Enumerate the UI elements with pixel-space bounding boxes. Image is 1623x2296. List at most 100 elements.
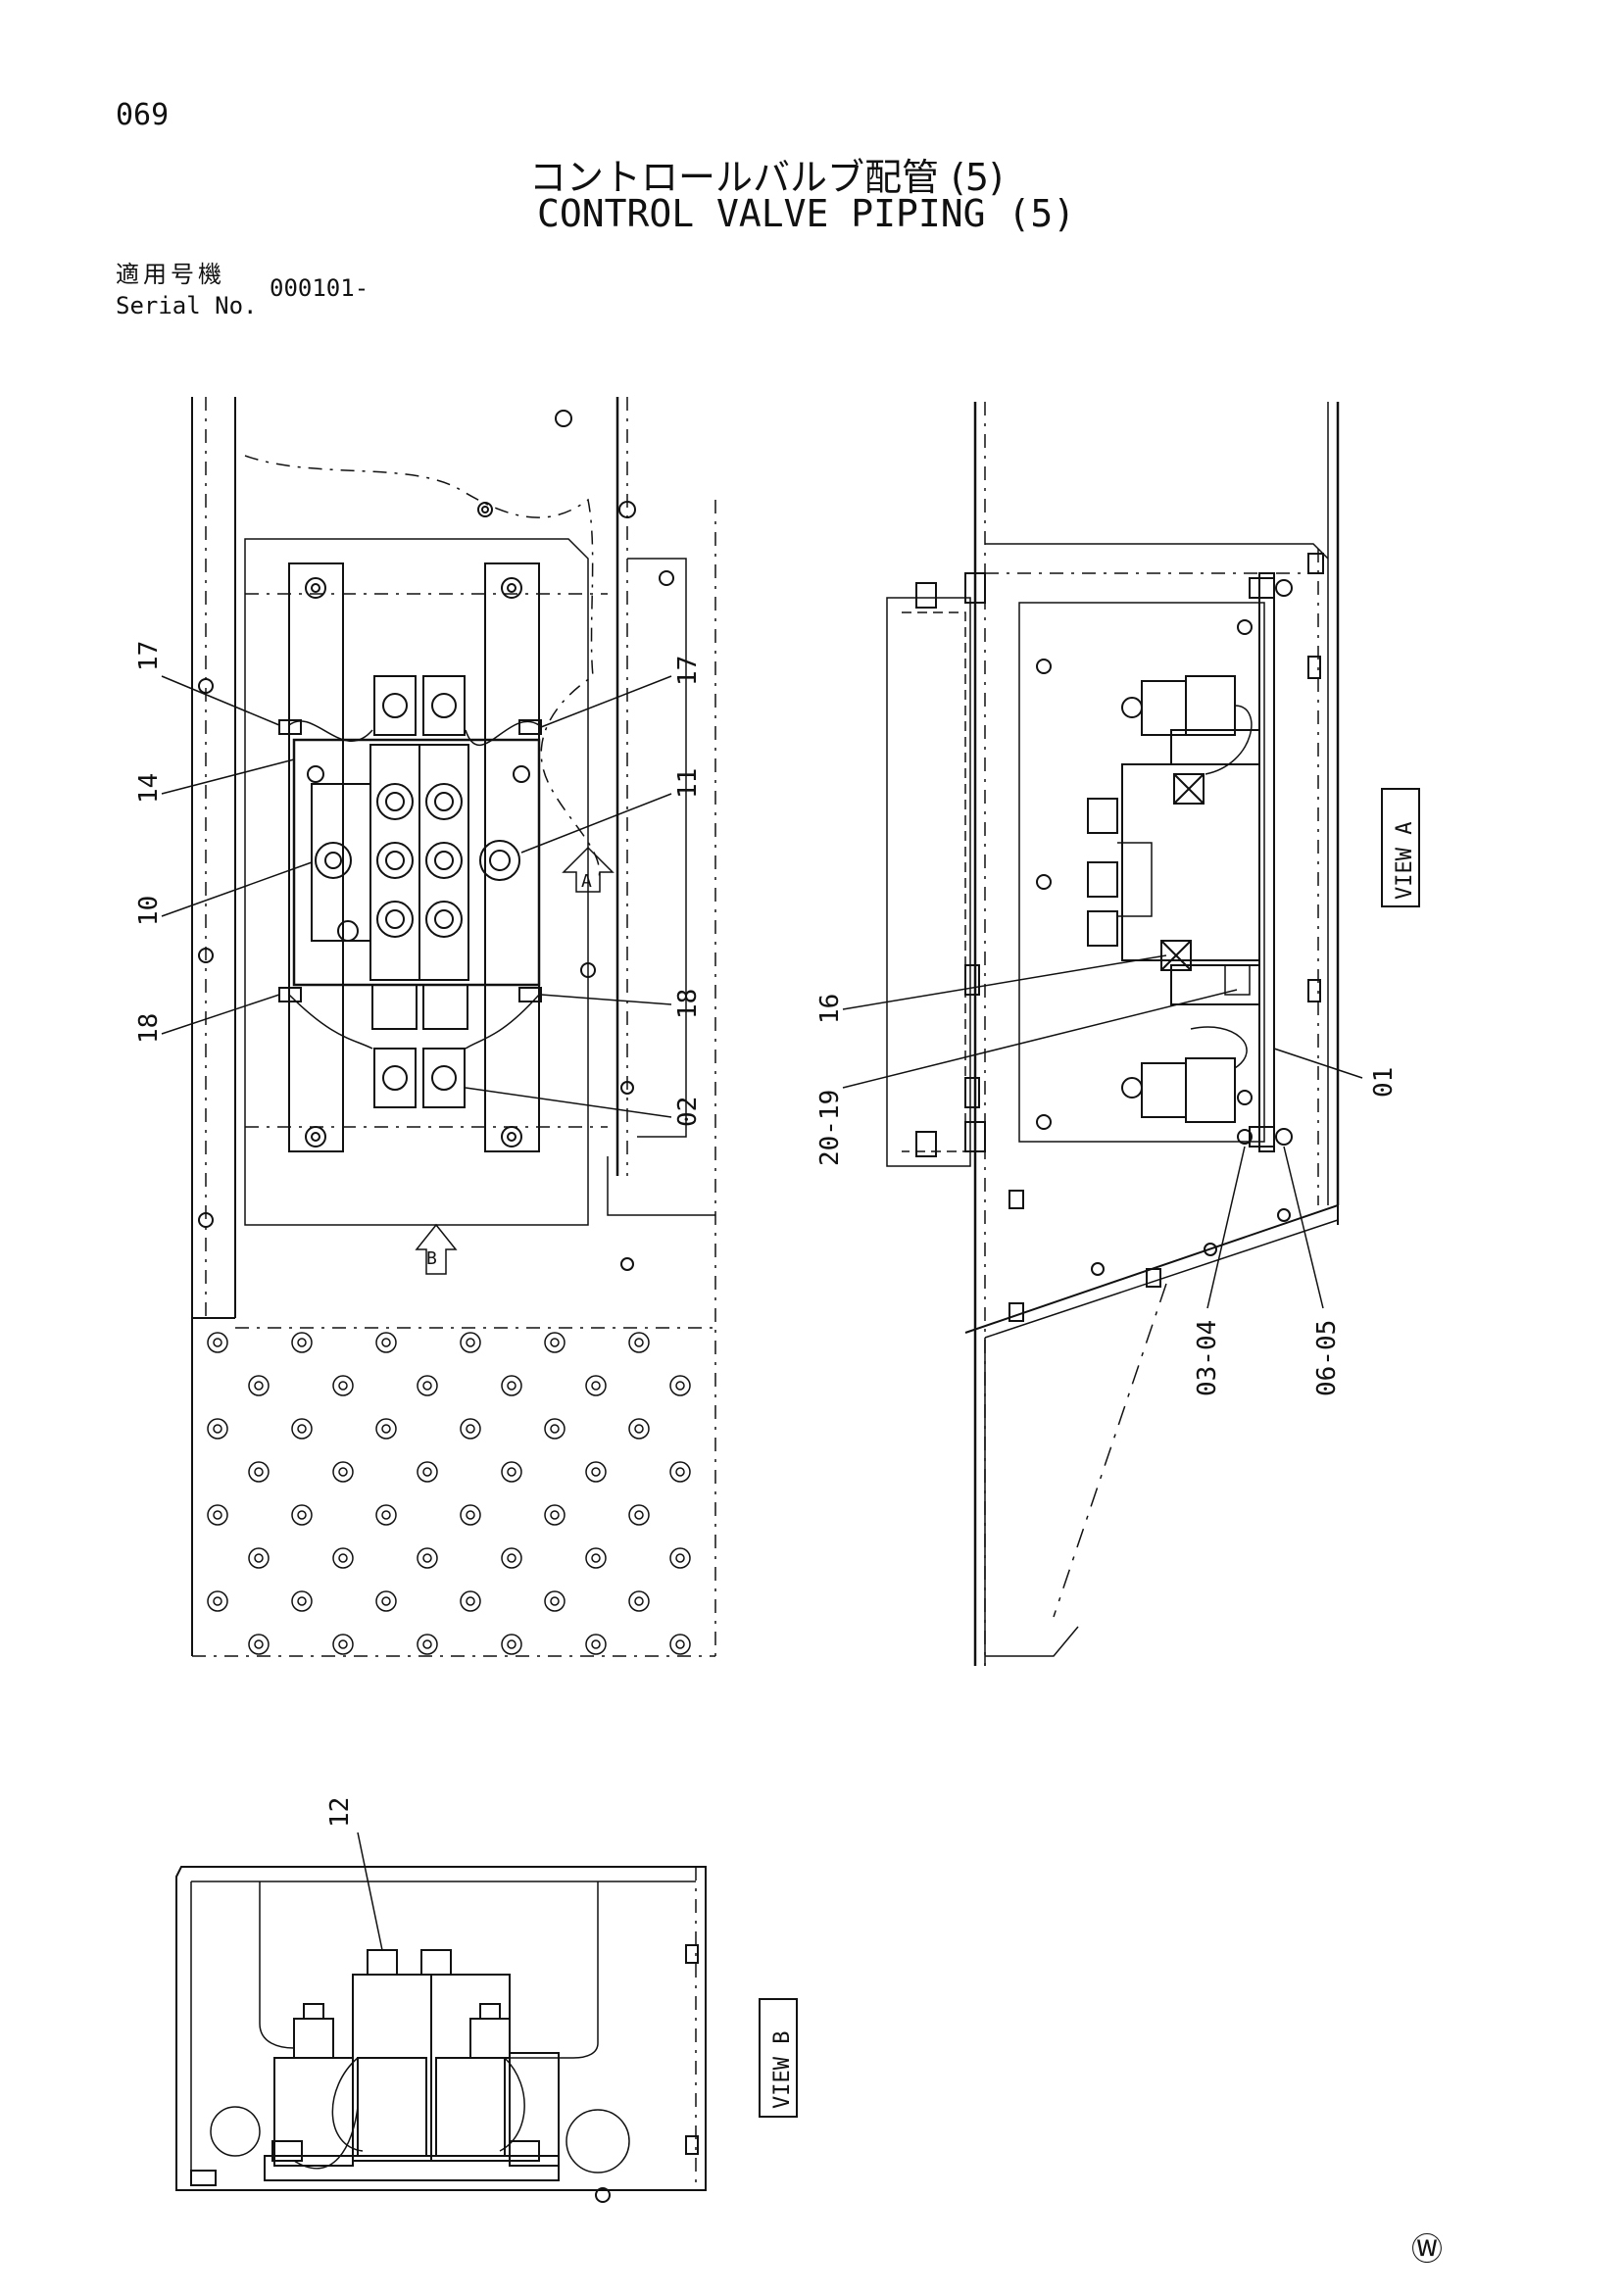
perforation-hole [375,1332,397,1353]
perforation-hole [544,1418,566,1440]
perforation-hole-inner [507,1381,516,1391]
perforation-hole-inner [550,1596,560,1606]
perforation-hole-inner [213,1596,222,1606]
view-arrow-b-label: B [426,1248,437,1269]
main-top-view: A B [161,397,716,1656]
perforation-hole [501,1461,522,1483]
view-a-label: VIEW A [1393,822,1417,900]
callout-02: 02 [673,1097,703,1127]
perforation-hole [669,1375,691,1396]
perforation-hole-inner [591,1639,601,1649]
corner-mark: Ⓦ [1411,2230,1444,2268]
perforation-hole [544,1590,566,1612]
perforation-hole [628,1590,650,1612]
serial-label-japanese: 適用号機 [116,261,225,288]
callout-17-left: 17 [134,641,164,671]
perforation-hole-inner [675,1381,685,1391]
callout-10: 10 [134,896,164,926]
perforation-hole-inner [254,1553,264,1563]
perforation-hole-inner [550,1338,560,1347]
perforation-hole [417,1547,438,1569]
perforation-hole [375,1504,397,1526]
perforation-hole-inner [466,1596,475,1606]
perforation-hole [417,1634,438,1655]
perforation-hole [248,1461,270,1483]
perforation-hole-inner [634,1510,644,1520]
perforation-hole-inner [297,1338,307,1347]
perforation-hole-inner [422,1381,432,1391]
perforation-hole-inner [675,1553,685,1563]
perforation-hole-inner [297,1510,307,1520]
perforation-hole-inner [297,1596,307,1606]
callout-20-19: 20-19 [815,1090,845,1166]
view-arrow-a-label: A [581,871,592,892]
perforation-hole [460,1418,481,1440]
perforation-hole [585,1375,607,1396]
perforation-hole [669,1634,691,1655]
perforated-plate [192,1332,715,1657]
perforation-hole [375,1418,397,1440]
perforation-hole-inner [254,1381,264,1391]
perforation-hole-inner [381,1510,391,1520]
view-a-side [842,402,1420,1666]
perforation-hole-inner [422,1639,432,1649]
perforation-hole [248,1634,270,1655]
perforation-hole [544,1332,566,1353]
perforation-hole [544,1504,566,1526]
callout-18-left: 18 [134,1013,164,1044]
perforation-hole-inner [591,1553,601,1563]
perforation-hole [669,1461,691,1483]
perforation-hole [332,1634,354,1655]
perforation-hole [291,1418,313,1440]
perforation-hole [417,1375,438,1396]
perforation-hole [585,1634,607,1655]
perforation-hole-inner [507,1639,516,1649]
callouts-view-b: 12 VIEW B [325,1797,795,2109]
perforation-hole [628,1332,650,1353]
perforation-hole [291,1332,313,1353]
page-number: 069 [116,98,170,132]
view-b-label: VIEW B [770,2031,795,2109]
perforation-hole [291,1590,313,1612]
perforation-hole [207,1418,228,1440]
perforation-hole [417,1461,438,1483]
perforation-hole [501,1375,522,1396]
perforation-hole [501,1634,522,1655]
perforation-hole [207,1590,228,1612]
perforation-hole-inner [213,1424,222,1434]
perforation-hole [207,1504,228,1526]
perforation-hole [628,1418,650,1440]
perforation-hole-inner [634,1338,644,1347]
perforation-hole-inner [213,1510,222,1520]
perforation-hole-inner [338,1553,348,1563]
perforation-hole-inner [634,1424,644,1434]
perforation-hole-inner [338,1381,348,1391]
perforation-hole-inner [213,1338,222,1347]
perforation-hole-inner [422,1553,432,1563]
perforation-hole [375,1590,397,1612]
callout-11: 11 [673,768,703,799]
perforation-hole-inner [466,1424,475,1434]
perforation-hole [669,1547,691,1569]
perforation-hole-inner [507,1553,516,1563]
perforation-hole [332,1375,354,1396]
callout-03-04: 03-04 [1193,1320,1222,1396]
perforation-hole-inner [297,1424,307,1434]
callouts-left: 17 14 10 18 17 11 18 02 [134,641,703,1127]
perforation-hole-inner [550,1424,560,1434]
callout-17-right: 17 [673,656,703,686]
callout-18-right: 18 [673,989,703,1019]
perforation-hole-inner [507,1467,516,1477]
callouts-view-a: 16 20-19 01 03-04 06-05 VIEW A [815,822,1417,1396]
serial-value: 000101- [270,274,369,302]
serial-label-english: Serial No. [116,292,258,319]
perforation-hole [460,1590,481,1612]
perforation-hole-inner [675,1639,685,1649]
callout-01: 01 [1369,1067,1399,1098]
perforation-hole [248,1375,270,1396]
perforation-hole [291,1504,313,1526]
callout-16: 16 [815,994,845,1024]
perforation-hole [207,1332,228,1353]
perforation-hole-inner [338,1467,348,1477]
